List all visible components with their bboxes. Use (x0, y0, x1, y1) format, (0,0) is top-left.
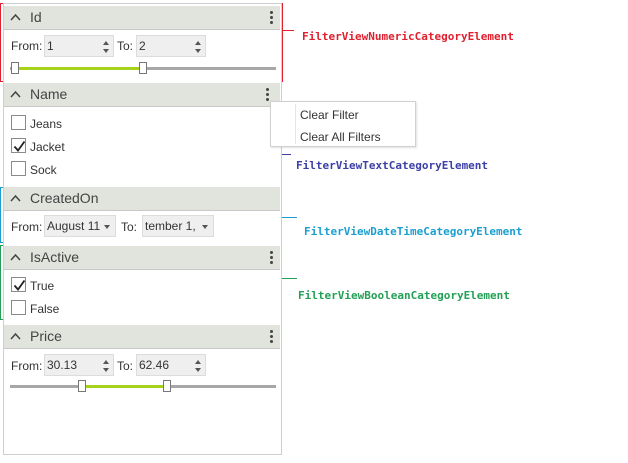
category-name: Name Jeans Jacket Sock (4, 83, 280, 183)
dropdown-arrow-icon[interactable] (104, 225, 110, 229)
category-is-active: IsActive True False (4, 246, 280, 318)
chevron-up-icon[interactable] (10, 12, 21, 23)
category-title: Id (30, 9, 42, 25)
from-date-value: August 11 (47, 219, 101, 233)
checkbox-label: Jacket (30, 140, 65, 154)
checkbox-sock[interactable] (11, 161, 26, 176)
checkbox-label: Jeans (30, 117, 63, 131)
to-label: To: (121, 220, 138, 234)
from-value: 1 (47, 39, 54, 53)
to-value: 62.46 (139, 358, 170, 372)
category-id-header[interactable]: Id (4, 6, 280, 30)
checkbox-true[interactable] (11, 277, 26, 292)
category-price: Price From: 30.13 To: 62.46 (4, 325, 280, 395)
category-created-on-header[interactable]: CreatedOn (4, 187, 280, 211)
checkmark-icon (13, 140, 26, 152)
to-date-value: tember 1, (145, 219, 196, 233)
menu-item-clear-filter[interactable]: Clear Filter (300, 108, 359, 122)
category-title: IsActive (30, 249, 80, 265)
from-label: From: (11, 359, 43, 373)
to-label: To: (117, 39, 134, 53)
checkbox-label: True (30, 279, 55, 293)
spin-down-icon[interactable] (103, 49, 109, 53)
range-slider-start-thumb[interactable] (11, 62, 20, 74)
menu-item-clear-all-filters[interactable]: Clear All Filters (300, 130, 381, 144)
chevron-up-icon[interactable] (10, 89, 21, 100)
spin-up-icon[interactable] (195, 360, 201, 364)
annotation-boolean: FilterViewBooleanCategoryElement (298, 289, 510, 302)
annotation-text: FilterViewTextCategoryElement (296, 159, 489, 172)
range-slider-end-thumb[interactable] (162, 380, 171, 392)
category-price-header[interactable]: Price (4, 325, 280, 349)
spin-up-icon[interactable] (195, 41, 201, 45)
spin-down-icon[interactable] (195, 49, 201, 53)
category-title: Price (30, 328, 62, 344)
from-spinner[interactable]: 1 (44, 35, 114, 57)
from-label: From: (11, 220, 43, 234)
category-is-active-header[interactable]: IsActive (4, 246, 280, 270)
range-slider-start-thumb[interactable] (77, 380, 86, 392)
spin-up-icon[interactable] (103, 41, 109, 45)
from-spinner[interactable]: 30.13 (44, 354, 114, 376)
more-vertical-icon[interactable] (268, 10, 274, 26)
to-date-picker[interactable]: tember 1, (142, 215, 214, 237)
checkbox-false[interactable] (11, 300, 26, 315)
numeric-annotation-connector (282, 30, 294, 31)
more-vertical-icon[interactable] (268, 250, 274, 266)
spin-down-icon[interactable] (103, 368, 109, 372)
datetime-annotation-connector (277, 217, 297, 218)
spin-up-icon[interactable] (103, 360, 109, 364)
chevron-up-icon[interactable] (10, 331, 21, 342)
checkbox-jeans[interactable] (11, 115, 26, 130)
to-value: 2 (139, 39, 146, 53)
spin-down-icon[interactable] (195, 368, 201, 372)
from-date-picker[interactable]: August 11 (44, 215, 116, 237)
annotation-datetime: FilterViewDateTimeCategoryElement (304, 225, 523, 238)
range-slider-end-thumb[interactable] (139, 62, 147, 74)
to-spinner[interactable]: 62.46 (136, 354, 206, 376)
more-vertical-icon[interactable] (268, 329, 274, 345)
context-menu-icon-column (295, 104, 296, 144)
category-name-header[interactable]: Name (4, 83, 280, 107)
checkbox-jacket[interactable] (11, 138, 26, 153)
annotation-numeric: FilterViewNumericCategoryElement (302, 30, 514, 43)
from-value: 30.13 (47, 358, 78, 372)
category-title: CreatedOn (30, 190, 99, 206)
category-created-on: CreatedOn From: August 11 To: tember 1, (4, 187, 280, 241)
chevron-up-icon[interactable] (10, 252, 21, 263)
category-id: Id From: 1 To: 2 (4, 6, 280, 80)
context-menu: Clear Filter Clear All Filters (270, 101, 416, 147)
checkbox-label: False (30, 302, 60, 316)
more-vertical-icon[interactable] (264, 87, 270, 103)
to-label: To: (117, 359, 134, 373)
checkbox-label: Sock (30, 163, 57, 177)
dropdown-arrow-icon[interactable] (202, 225, 208, 229)
checkmark-icon (13, 279, 26, 291)
to-spinner[interactable]: 2 (136, 35, 206, 57)
chevron-up-icon[interactable] (10, 193, 21, 204)
range-slider-fill (15, 67, 143, 70)
from-label: From: (11, 39, 43, 53)
boolean-annotation-connector (277, 278, 297, 279)
range-slider-fill (81, 385, 167, 388)
category-title: Name (30, 86, 68, 102)
